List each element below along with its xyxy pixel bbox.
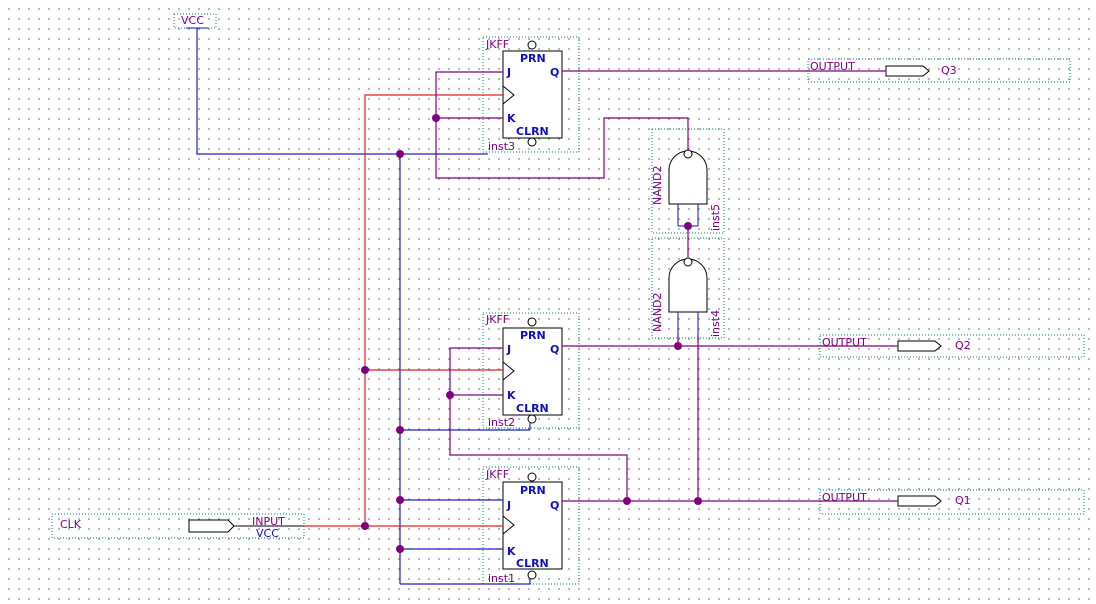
vcc-label: VCC	[181, 14, 204, 27]
jkff-inst2[interactable]: JKFF PRN J Q K CLRN inst2	[482, 312, 580, 429]
ff1-k: K	[507, 545, 516, 558]
signal-nets	[435, 70, 898, 502]
junctions	[361, 114, 702, 553]
ff2-q: Q	[550, 343, 559, 356]
ff3-type: JKFF	[485, 38, 509, 51]
clk-pin-default: VCC	[256, 527, 279, 540]
ff1-j: J	[506, 499, 511, 512]
ff1-clrn: CLRN	[516, 557, 549, 570]
clk-pin-name: CLK	[60, 518, 82, 531]
q3-name: Q3	[941, 64, 957, 77]
output-pin-q3[interactable]: OUTPUT Q3	[807, 58, 1071, 83]
clk-pin-kind: INPUT	[252, 515, 285, 528]
ff1-inst: inst1	[488, 572, 515, 585]
ff3-inst: inst3	[488, 140, 515, 153]
jkff-inst3[interactable]: JKFF PRN J Q K CLRN inst3	[482, 36, 580, 153]
ff3-prn: PRN	[520, 52, 546, 65]
ff1-prn: PRN	[520, 484, 546, 497]
ff1-type: JKFF	[485, 468, 509, 481]
nand4-type: NAND2	[651, 293, 664, 332]
ff2-inst: inst2	[488, 416, 515, 429]
jkff-inst1[interactable]: JKFF PRN J Q K CLRN inst1	[482, 466, 580, 585]
ff3-j: J	[506, 66, 511, 79]
q2-name: Q2	[955, 339, 971, 352]
q3-kind: OUTPUT	[810, 60, 855, 73]
ff3-q: Q	[550, 66, 559, 79]
ff2-prn: PRN	[520, 329, 546, 342]
ff2-clrn: CLRN	[516, 402, 549, 415]
vcc-nets	[196, 28, 531, 585]
nand5-inst: inst5	[709, 204, 722, 231]
q2-kind: OUTPUT	[822, 336, 867, 349]
q1-name: Q1	[955, 494, 971, 507]
nand2-inst4[interactable]: NAND2 inst4	[651, 237, 725, 339]
ff2-type: JKFF	[485, 313, 509, 326]
nand4-inst: inst4	[709, 310, 722, 337]
clk-input-pin[interactable]: CLK INPUT VCC	[51, 513, 305, 540]
ff3-clrn: CLRN	[516, 125, 549, 138]
nand5-type: NAND2	[651, 166, 664, 205]
ff2-j: J	[506, 343, 511, 356]
ff3-k: K	[507, 112, 516, 125]
output-pin-q1[interactable]: OUTPUT Q1	[819, 489, 1085, 515]
ff1-q: Q	[550, 499, 559, 512]
ff2-k: K	[507, 389, 516, 402]
clock-nets	[304, 94, 503, 527]
q1-kind: OUTPUT	[822, 491, 867, 504]
vcc-symbol[interactable]: VCC	[173, 13, 217, 29]
